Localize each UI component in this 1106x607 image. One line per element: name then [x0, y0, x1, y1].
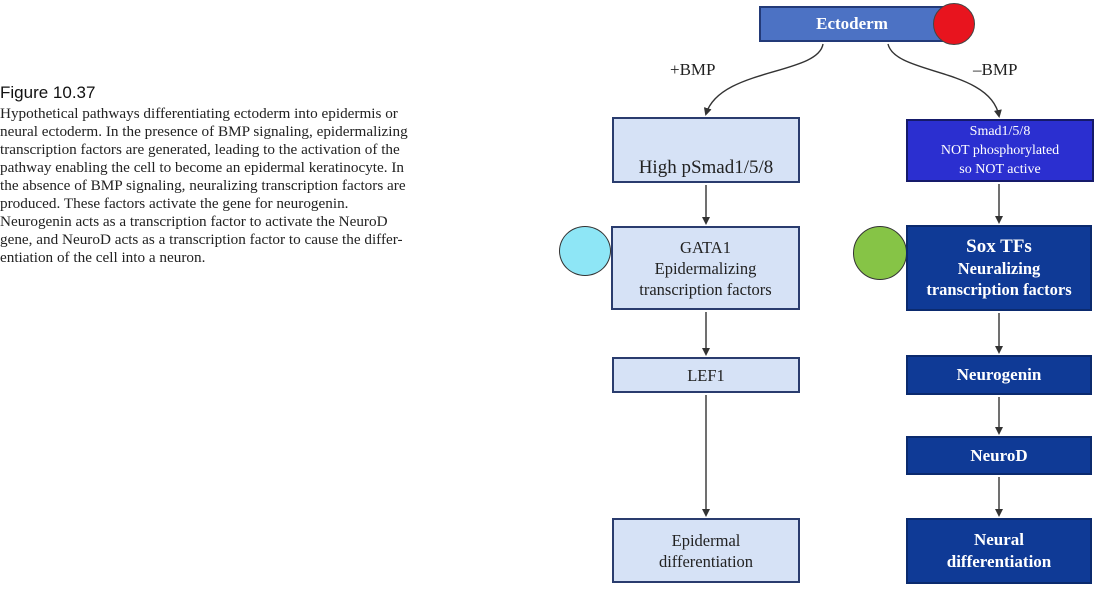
ectoderm-label: Ectoderm: [816, 14, 888, 33]
caption-line: pathway enabling the cell to become an e…: [0, 159, 404, 176]
gata-line: Epidermalizing: [654, 258, 757, 278]
gata-line: transcription factors: [639, 279, 772, 299]
caption-line: entiation of the cell into a neuron.: [0, 249, 206, 266]
epidermal-line: differentiation: [658, 551, 754, 571]
sox-tfs-box: Sox TFs Neuralizing transcription factor…: [906, 225, 1092, 311]
caption-line: Neurogenin acts as a transcription facto…: [0, 213, 388, 230]
arrow-ectoderm-to-high-psmad: [703, 43, 824, 116]
figure-caption: Figure 10.37 Hypothetical pathways diffe…: [0, 83, 560, 267]
arrow-ectoderm-to-smad: [887, 43, 1002, 118]
neurogenin-label: Neurogenin: [956, 365, 1042, 384]
caption-line: neural ectoderm. In the presence of BMP …: [0, 123, 408, 140]
smad-line: NOT phosphorylated: [940, 143, 1060, 158]
cyan-circle-marker: [559, 226, 611, 276]
sox-line: transcription factors: [926, 280, 1072, 299]
epidermal-line: Epidermal: [671, 530, 741, 550]
neural-line: Neural: [973, 530, 1025, 549]
lef1-box: LEF1: [612, 357, 800, 393]
lef1-label: LEF1: [687, 365, 725, 385]
neural-differentiation-box: Neural differentiation: [906, 518, 1092, 584]
ectoderm-box: Ectoderm: [759, 6, 945, 42]
caption-line: gene, and NeuroD acts as a transcription…: [0, 231, 403, 248]
caption-line: transcription factors are generated, lea…: [0, 141, 400, 158]
smad-line: so NOT active: [959, 162, 1041, 177]
figure-label: Figure 10.37: [0, 83, 96, 102]
sox-line: Neuralizing: [957, 259, 1041, 278]
high-psmad-label: High pSmad1/5/8: [638, 157, 774, 178]
caption-line: produced. These factors activate the gen…: [0, 195, 349, 212]
high-psmad-box: High pSmad1/5/8: [612, 117, 800, 183]
plus-bmp-label: +BMP: [670, 60, 716, 79]
gata-line: GATA1: [680, 237, 731, 257]
neurod-label: NeuroD: [970, 445, 1028, 465]
smad-unphosphorylated-box: Smad1/5/8 NOT phosphorylated so NOT acti…: [906, 119, 1094, 182]
neurod-box: NeuroD: [906, 436, 1092, 475]
minus-bmp-label: –BMP: [973, 60, 1018, 79]
caption-line: the absence of BMP signaling, neuralizin…: [0, 177, 406, 194]
neural-line: differentiation: [946, 552, 1052, 571]
caption-line: Hypothetical pathways differentiating ec…: [0, 105, 398, 122]
sox-title: Sox TFs: [966, 236, 1032, 257]
epidermal-differentiation-box: Epidermal differentiation: [612, 518, 800, 583]
smad-line: Smad1/5/8: [969, 124, 1031, 139]
neurogenin-box: Neurogenin: [906, 355, 1092, 395]
gata1-box: GATA1 Epidermalizing transcription facto…: [611, 226, 800, 310]
red-circle-marker: [933, 3, 975, 45]
green-circle-marker: [853, 226, 907, 280]
figure-caption-text: Hypothetical pathways differentiating ec…: [0, 105, 560, 267]
